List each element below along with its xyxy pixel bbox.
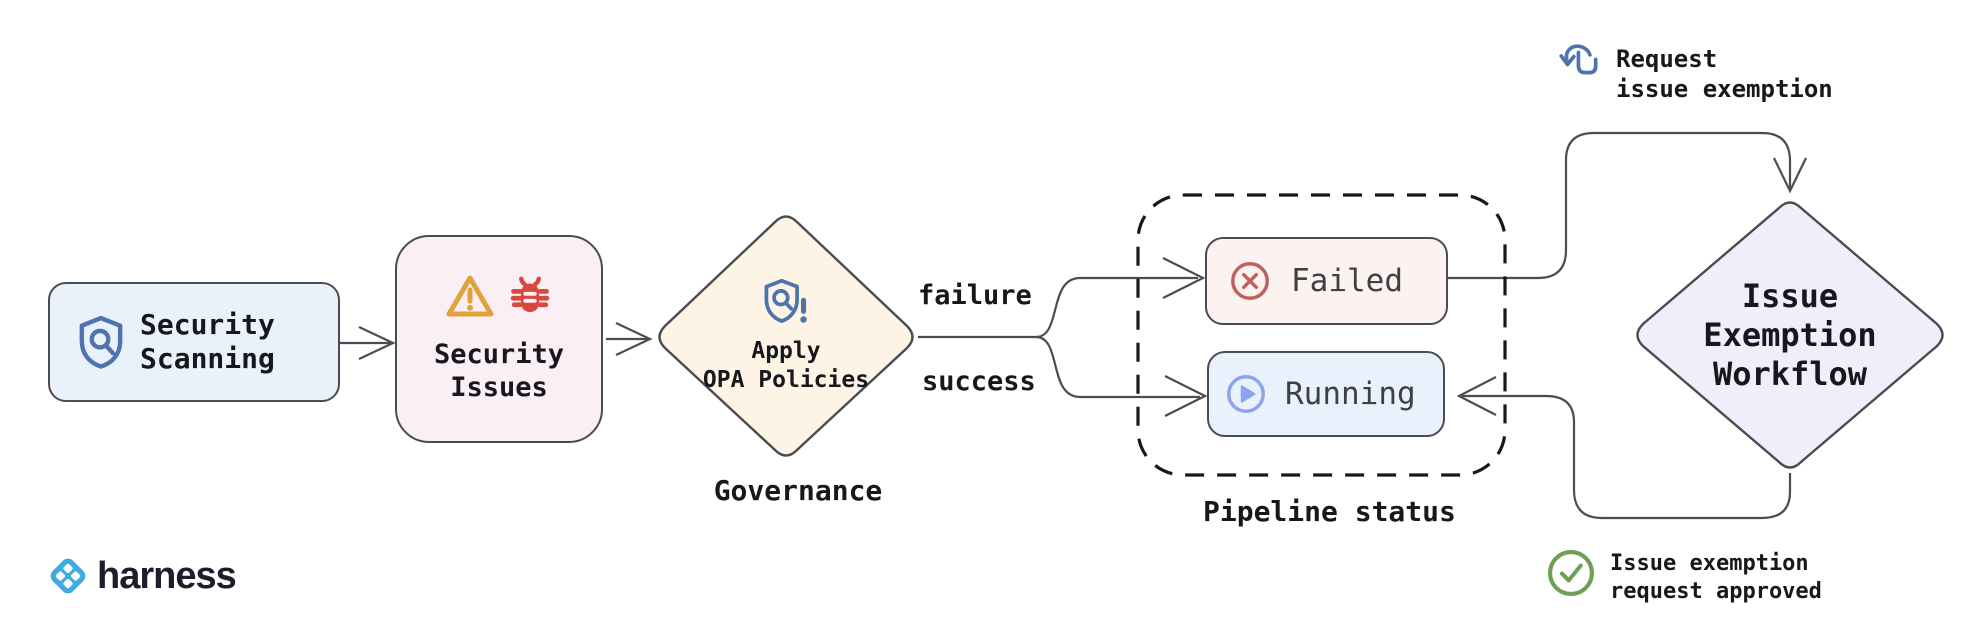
note-line: Request: [1616, 45, 1718, 73]
arrowhead-icon: [1162, 257, 1206, 299]
request-exemption-note: Request issue exemption: [1556, 40, 1833, 104]
request-approved-note: Issue exemption request approved: [1546, 548, 1822, 606]
node-apply-opa: Apply OPA Policies: [654, 213, 918, 459]
note-line: issue exemption: [1616, 75, 1833, 103]
arrowhead-icon: [358, 326, 396, 360]
circle-play-icon: [1227, 375, 1265, 413]
node-label-line: Scanning: [140, 342, 275, 375]
circle-x-icon: [1231, 262, 1269, 300]
node-apply-opa-shape: [658, 215, 914, 457]
edge-success: [1035, 335, 1200, 399]
node-label-line: Security: [140, 308, 275, 341]
check-circle-icon: [1548, 550, 1594, 596]
brand-footer: harness: [46, 554, 237, 598]
edge-label-failure: failure: [918, 280, 1032, 311]
edge-label-success: success: [922, 366, 1036, 397]
edge-failed-exemption: [1448, 131, 1792, 280]
note-line: request approved: [1610, 579, 1822, 604]
pipeline-status-caption: Pipeline status: [1203, 495, 1456, 528]
bug-icon: [510, 276, 550, 313]
node-issue-exemption: Issue Exemption Workflow: [1632, 197, 1948, 473]
node-running: Running: [1207, 351, 1445, 437]
node-failed: Failed: [1205, 237, 1448, 325]
node-label-line: OPA Policies: [702, 367, 870, 393]
shield-search-icon: [79, 315, 123, 369]
shield-alert-icon: [764, 278, 807, 323]
brand-name: harness: [97, 554, 237, 597]
arrowhead-icon: [1164, 375, 1208, 417]
pipeline-status-group: [1136, 193, 1507, 477]
edge-failure: [1035, 276, 1198, 339]
arrowhead-icon: [615, 322, 653, 356]
edge-exemption-running: [1462, 394, 1792, 520]
node-label-line: Security: [433, 339, 565, 370]
node-label-line: Exemption: [1703, 315, 1877, 354]
node-issue-exemption-shape: [1636, 201, 1944, 469]
harness-logo-icon: [50, 558, 86, 594]
node-label-line: Apply: [751, 338, 821, 364]
arrowhead-icon: [1773, 157, 1807, 194]
tap-icon: [1559, 44, 1598, 75]
node-label-line: Workflow: [1712, 354, 1868, 393]
node-security-scanning: Security Scanning: [48, 282, 340, 402]
arrowhead-icon: [1456, 376, 1497, 416]
warning-triangle-icon: [446, 275, 494, 317]
governance-caption: Governance: [713, 474, 883, 507]
node-label: Running: [1285, 376, 1416, 412]
node-label-line: Issues: [450, 372, 548, 403]
node-label: Failed: [1291, 263, 1403, 299]
node-label-line: Issue: [1741, 276, 1839, 315]
node-security-issues: Security Issues: [395, 235, 603, 443]
note-line: Issue exemption: [1610, 551, 1809, 576]
issue-icons: [446, 274, 552, 318]
